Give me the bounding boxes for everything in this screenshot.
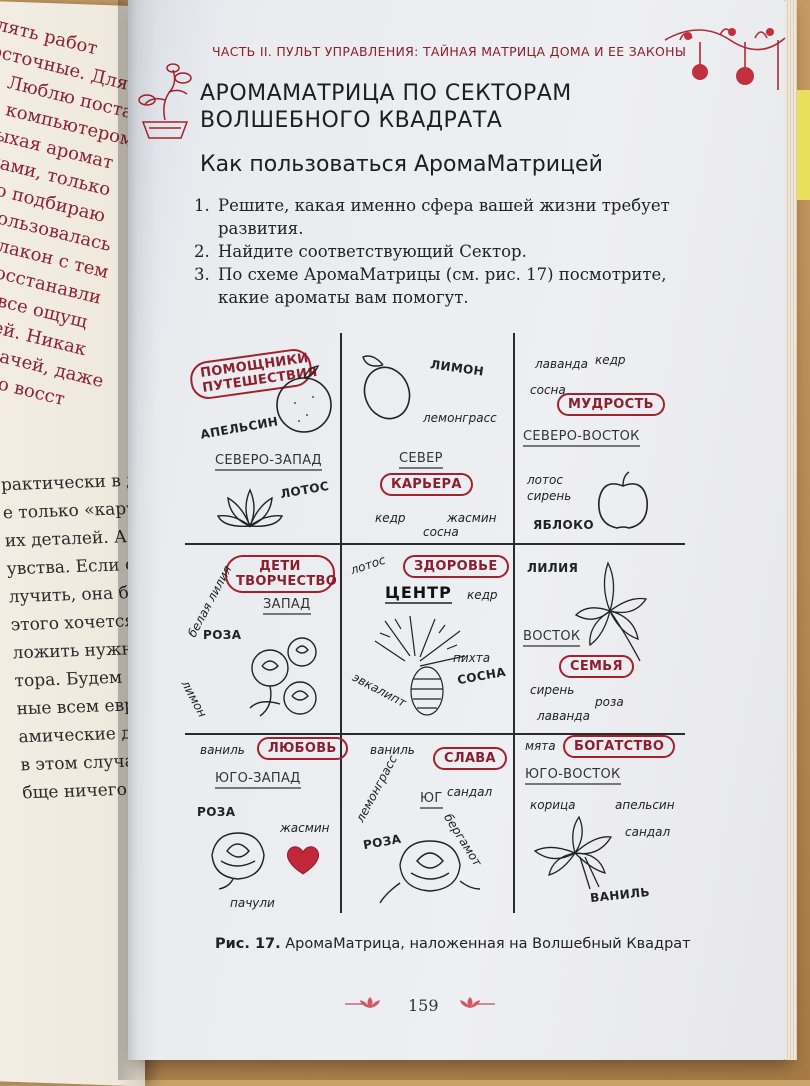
rose-icon (379, 840, 481, 904)
section-subtitle: Как пользоваться АромаМатрицей (200, 152, 603, 177)
label-w-1: РОЗА (203, 628, 242, 642)
sector-w: ЗАПАД (263, 597, 311, 615)
sector-n: СЕВЕР (399, 451, 443, 469)
caption-figure-number: Рис. 17. (215, 936, 281, 952)
label-ne-2: сосна (530, 383, 566, 397)
step-number: 2. (194, 242, 210, 261)
label-n-0: ЛИМОН (429, 357, 485, 379)
pine-cone-icon (374, 615, 466, 716)
lotus-icon (216, 488, 284, 528)
label-n-3: жасмин (447, 511, 497, 525)
label-n-4: сосна (423, 525, 459, 539)
label-e-0: ЛИЛИЯ (527, 561, 579, 575)
step-number: 1. (194, 196, 210, 215)
lotus-footer-icon (345, 997, 380, 1008)
badge-s: СЛАВА (433, 747, 507, 770)
sector-se: ЮГО-ВОСТОК (525, 767, 621, 785)
step-text: Найдите соответствующий Сектор. (218, 242, 527, 261)
vanilla-flower-icon (533, 815, 613, 890)
sector-ne: СЕВЕРО-ВОСТОК (523, 429, 640, 447)
badge-ne: МУДРОСТЬ (557, 393, 665, 416)
label-c-0: лотос (348, 552, 388, 578)
label-e-3: лаванда (537, 709, 590, 723)
apple-icon (598, 471, 648, 529)
label-nw-0: АПЕЛЬСИН (199, 414, 280, 442)
label-ne-1: кедр (595, 353, 626, 367)
label-e-1: сирень (530, 683, 575, 697)
lily-icon (574, 561, 648, 662)
label-se-1: корица (530, 798, 576, 812)
label-sw-0: ваниль (200, 743, 245, 757)
label-c-2: пихта (453, 651, 491, 665)
step-text: По схеме АромаМатрицы (см. рис. 17) посм… (218, 265, 667, 307)
badge-w: ДЕТИ ТВОРЧЕСТВО (225, 555, 337, 593)
grid-line (185, 733, 685, 735)
label-se-3: сандал (625, 825, 671, 839)
step-1: 1. Решите, какая именно сфера вашей жизни… (194, 194, 714, 240)
lemon-icon (362, 355, 411, 420)
grid-line (185, 543, 685, 545)
label-s-0: ваниль (370, 743, 415, 757)
label-ne-0: лаванда (535, 357, 588, 371)
label-sw-3: пачули (230, 896, 275, 910)
title-line-1: АРОМАМАТРИЦА ПО СЕКТОРАМ (200, 81, 572, 106)
label-s-1: лемонграсс (353, 752, 400, 825)
sector-s: ЮГ (420, 791, 443, 809)
step-2: 2. Найдите соответствующий Сектор. (194, 240, 714, 263)
step-3: 3. По схеме АромаМатрицы (см. рис. 17) по… (194, 263, 714, 309)
page-title: АРОМАМАТРИЦА ПО СЕКТОРАМ ВОЛШЕБНОГО КВАД… (200, 80, 572, 134)
running-head: ЧАСТЬ II. ПУЛЬТ УПРАВЛЕНИЯ: ТАЙНАЯ МАТРИ… (212, 44, 687, 59)
step-text: Решите, какая именно сфера вашей жизни т… (218, 196, 670, 238)
sector-nw: СЕВЕРО-ЗАПАД (215, 453, 322, 471)
badge-sw: ЛЮБОВЬ (257, 737, 348, 760)
sector-sw: ЮГО-ЗАПАД (215, 771, 301, 789)
page-number: 159 (408, 996, 439, 1015)
label-sw-1: РОЗА (197, 805, 236, 819)
lotus-footer-icon (460, 997, 495, 1008)
step-number: 3. (194, 265, 210, 284)
label-nw-1: ЛОТОС (279, 478, 331, 502)
steps-list: 1. Решите, какая именно сфера вашей жизни… (194, 194, 714, 309)
rose-icon (211, 832, 265, 890)
label-s-2: сандал (447, 785, 493, 799)
label-ne-4: сирень (527, 489, 572, 503)
label-c-1: кедр (467, 588, 498, 602)
roses-icon (249, 637, 317, 717)
orange-icon (276, 365, 332, 433)
sector-c: ЦЕНТР (385, 583, 452, 604)
badge-se: БОГАТСТВО (563, 735, 676, 758)
grid-line (340, 333, 342, 913)
sector-e: ВОСТОК (523, 629, 581, 647)
label-sw-2: жасмин (280, 821, 330, 835)
grid-line (513, 333, 515, 913)
title-line-2: ВОЛШЕБНОГО КВАДРАТА (200, 108, 503, 133)
bonsai-icon (138, 63, 192, 139)
label-ne-3: лотос (527, 473, 563, 487)
label-se-0: мята (525, 739, 556, 753)
label-e-2: роза (595, 695, 624, 709)
aroma-matrix-grid: ПОМОЩНИКИ ПУТЕШЕСТВИЯ АПЕЛЬСИН СЕВЕРО-ЗА… (179, 333, 685, 913)
caption-text: АромаМатрица, наложенная на Волшебный Кв… (280, 936, 691, 952)
heart-icon (286, 846, 320, 875)
label-n-2: кедр (375, 511, 406, 525)
book-gutter (118, 0, 158, 1080)
floral-ornament-icon (664, 28, 786, 90)
badge-c: ЗДОРОВЬЕ (403, 555, 509, 578)
label-se-2: апельсин (615, 798, 675, 812)
label-n-1: лемонграсс (423, 411, 497, 425)
right-page (128, 0, 788, 1060)
badge-e: СЕМЬЯ (559, 655, 634, 678)
label-ne-5: ЯБЛОКО (533, 518, 594, 532)
page-edges (785, 0, 797, 1060)
sticky-note-tab (797, 90, 810, 200)
badge-n: КАРЬЕРА (380, 473, 473, 496)
figure-caption: Рис. 17. АромаМатрица, наложенная на Вол… (215, 936, 691, 952)
